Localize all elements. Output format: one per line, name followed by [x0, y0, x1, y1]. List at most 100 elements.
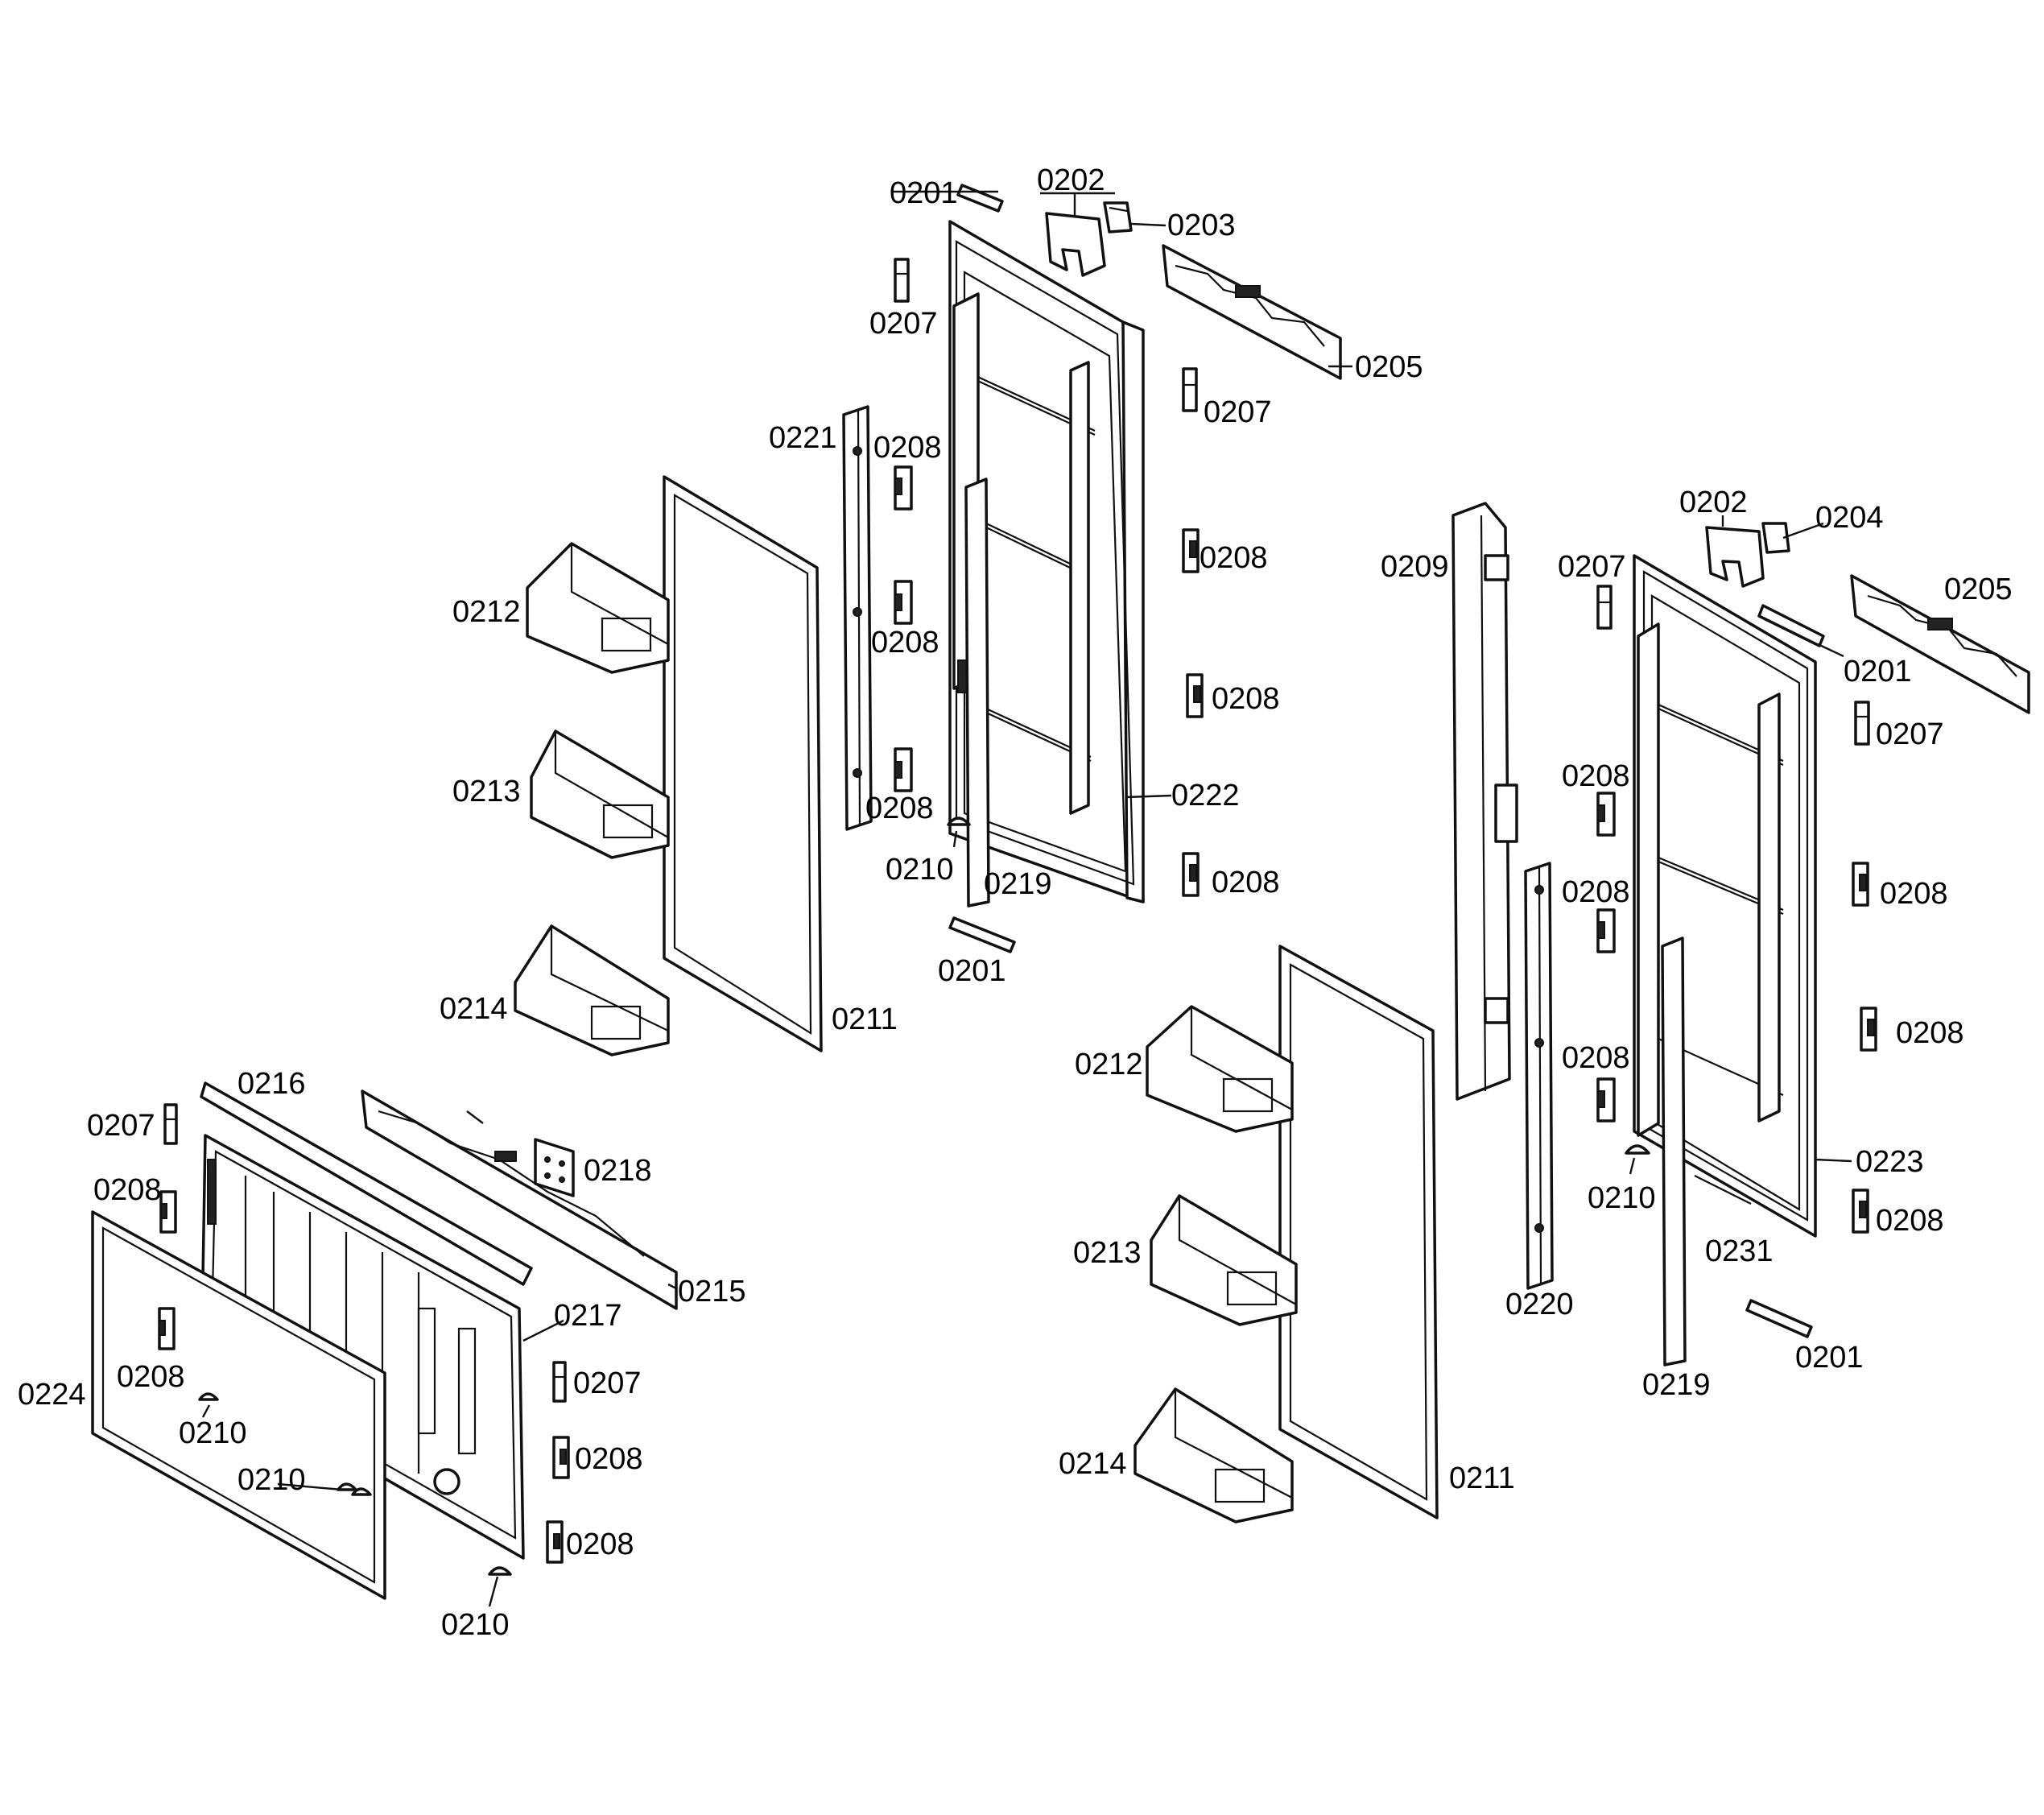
- clip-0208-n: [158, 1307, 175, 1350]
- label-0214-left: 0214: [440, 992, 508, 1026]
- shelf-0212-right: [1146, 1005, 1294, 1133]
- label-0202-left: 0202: [1037, 163, 1105, 197]
- rail-0219-right: [1661, 936, 1687, 1366]
- label-0211-left: 0211: [832, 1003, 898, 1036]
- pivot-0210-c: [198, 1392, 219, 1401]
- drawer-assembly: [91, 1081, 678, 1600]
- clip-0207-d: [1854, 701, 1870, 746]
- clip-0208-g: [1596, 792, 1616, 837]
- label-0222: 0222: [1171, 779, 1240, 812]
- label-0210-a: 0210: [886, 853, 954, 887]
- label-0208-j: 0208: [1896, 1016, 1964, 1050]
- label-0208-c: 0208: [871, 626, 939, 659]
- label-0201-mid: 0201: [938, 954, 1006, 988]
- right-door-assembly: [1133, 502, 2030, 1524]
- label-0212-right: 0212: [1075, 1048, 1143, 1081]
- label-0208-b: 0208: [1200, 541, 1268, 575]
- clip-0207-f: [552, 1361, 567, 1403]
- label-0219-left: 0219: [984, 867, 1052, 901]
- label-0202-right: 0202: [1679, 486, 1748, 519]
- label-0201-right-top: 0201: [1844, 655, 1912, 688]
- rail-0219-left: [964, 478, 990, 908]
- label-0219-right: 0219: [1642, 1368, 1711, 1402]
- gasket-0211-left: [663, 475, 823, 1052]
- clip-0208-c: [894, 747, 913, 792]
- label-0216: 0216: [237, 1067, 306, 1101]
- clip-0207-b: [1182, 367, 1198, 412]
- label-0210-d: 0210: [237, 1463, 306, 1497]
- bracket-0215: [361, 1089, 678, 1310]
- shelf-0212-left: [526, 542, 670, 674]
- label-0221: 0221: [769, 421, 837, 455]
- handle-0209: [1451, 502, 1518, 1101]
- mullion-0220: [1524, 862, 1554, 1290]
- shelf-0213-left: [530, 730, 670, 859]
- label-0207-a: 0207: [869, 307, 938, 341]
- gasket-0211-right: [1278, 945, 1439, 1519]
- door-frame-right: [1633, 554, 1817, 1238]
- clip-0208-k: [1860, 1007, 1877, 1052]
- clip-0208-f: [1182, 852, 1200, 897]
- cap-0204: [1761, 522, 1790, 554]
- label-0207-b: 0207: [1204, 395, 1272, 429]
- label-0210-c: 0210: [179, 1416, 247, 1450]
- label-0207-c: 0207: [1558, 550, 1626, 584]
- cap-0203: [1103, 201, 1133, 234]
- label-0210-e: 0210: [441, 1608, 510, 1642]
- clip-0208-j: [1852, 862, 1869, 907]
- label-0201-right-bottom: 0201: [1795, 1341, 1864, 1375]
- label-0224: 0224: [18, 1378, 86, 1412]
- clip-0208-l: [1852, 1189, 1869, 1234]
- label-0220: 0220: [1505, 1288, 1574, 1321]
- hinge-cover-right: [1705, 526, 1765, 588]
- label-0208-o: 0208: [575, 1442, 643, 1476]
- label-0211-right: 0211: [1449, 1462, 1515, 1495]
- strip-0216: [200, 1081, 533, 1286]
- label-0208-h: 0208: [1562, 875, 1630, 909]
- label-0208-f: 0208: [1212, 866, 1280, 899]
- shelf-0213-right: [1150, 1194, 1298, 1326]
- pivot-0210-d: [337, 1482, 372, 1496]
- label-0208-l: 0208: [1876, 1204, 1944, 1238]
- label-0208-k: 0208: [1562, 1041, 1630, 1075]
- label-0204: 0204: [1815, 501, 1884, 535]
- label-0214-right: 0214: [1059, 1447, 1127, 1481]
- label-0208-m: 0208: [93, 1173, 162, 1207]
- clip-0207-c: [1596, 585, 1612, 630]
- label-0208-e: 0208: [865, 792, 934, 825]
- leader-lines: [201, 190, 1852, 1607]
- label-0207-f: 0207: [573, 1366, 642, 1400]
- plate-0218: [534, 1138, 575, 1197]
- top-strip-left: [956, 184, 1004, 213]
- label-0208-i: 0208: [1880, 877, 1948, 911]
- label-0208-d: 0208: [1212, 682, 1280, 716]
- pivot-0210-e: [488, 1566, 512, 1576]
- label-0217: 0217: [554, 1299, 622, 1333]
- label-0207-e: 0207: [87, 1109, 155, 1143]
- bottom-strip-0201-right: [1745, 1299, 1813, 1338]
- label-0213-right: 0213: [1073, 1236, 1142, 1270]
- pivot-0210-b: [1625, 1144, 1650, 1155]
- label-0205-right: 0205: [1944, 573, 2013, 606]
- clip-0208-m: [159, 1190, 177, 1234]
- bracket-0205-right: [1850, 574, 2030, 714]
- mullion-0221: [842, 405, 873, 831]
- part-0231: [1694, 1175, 1752, 1205]
- label-0208-n: 0208: [117, 1360, 185, 1394]
- shelf-0214-left: [514, 924, 670, 1056]
- hinge-cover-left: [1045, 212, 1106, 277]
- clip-0208-d: [1182, 528, 1200, 573]
- pivot-0210-a: [947, 817, 971, 826]
- label-0207-d: 0207: [1876, 717, 1944, 751]
- clip-0208-b: [894, 580, 913, 625]
- bottom-strip-0201: [948, 916, 1016, 953]
- bracket-0205-left: [1162, 244, 1342, 380]
- label-0231: 0231: [1705, 1234, 1774, 1268]
- label-0203: 0203: [1167, 209, 1236, 242]
- label-0223: 0223: [1856, 1145, 1924, 1179]
- label-0208-p: 0208: [566, 1528, 634, 1561]
- label-0213-left: 0213: [452, 775, 521, 808]
- clip-0208-e: [1186, 673, 1204, 718]
- clip-0208-p: [546, 1520, 564, 1564]
